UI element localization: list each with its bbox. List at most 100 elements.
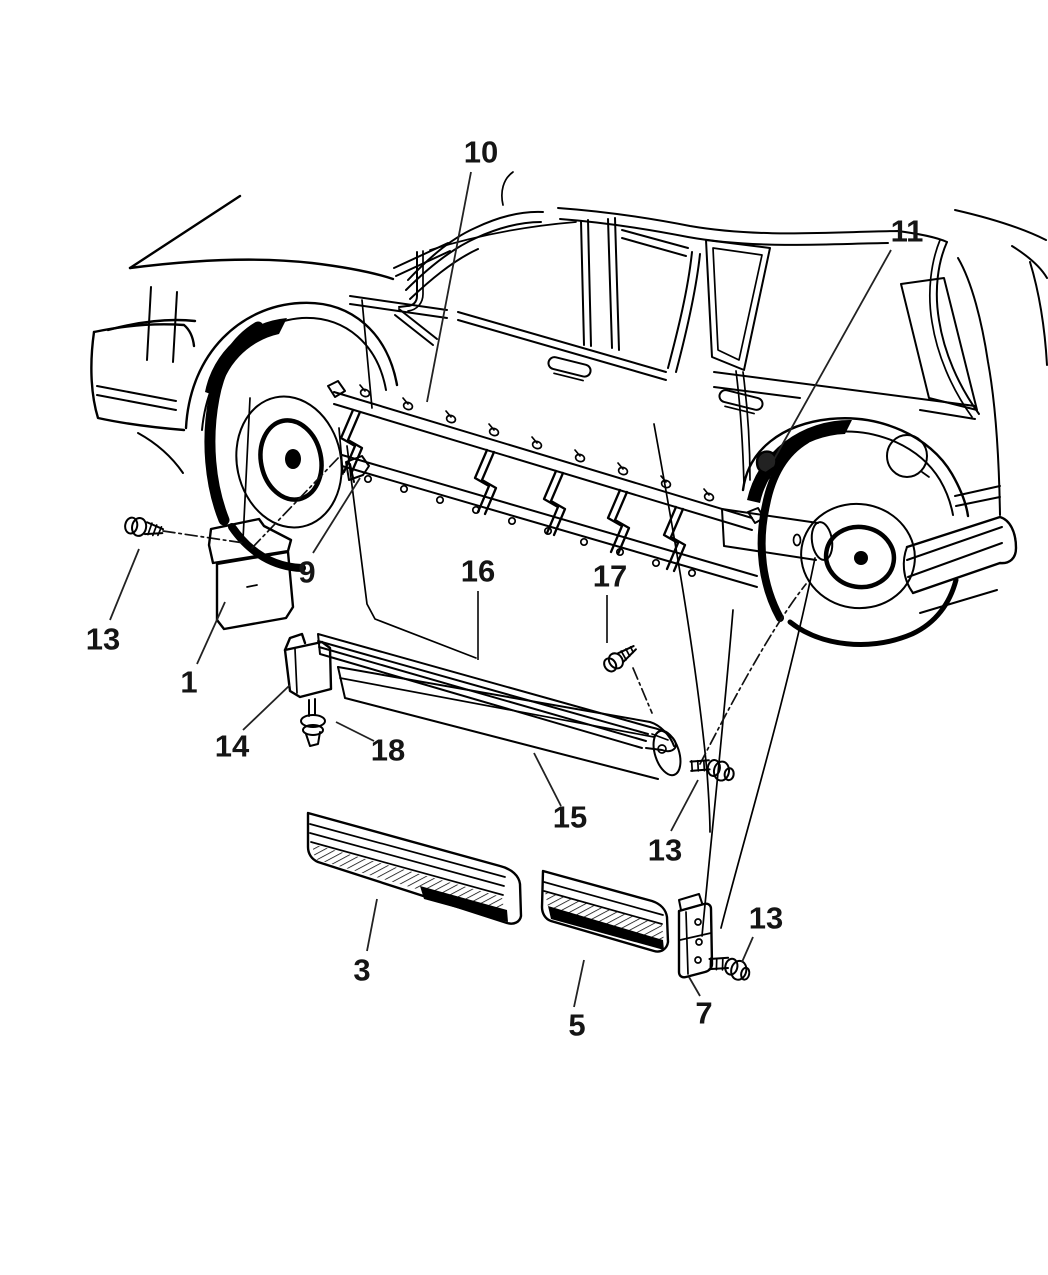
quarter-window-outer [705,239,771,371]
callout-label-11: 11 [891,214,924,249]
part-5-ribbed-moulding [540,869,670,953]
bumper-rub-strip [96,385,177,411]
sill-moulding-axis [699,583,807,765]
screw-17 [603,645,637,673]
front-wheelwell-shadow [205,318,287,397]
hanger-clips [339,408,687,573]
callout-label-1: 1 [180,665,197,700]
callout-leader-13 [109,548,140,621]
rear-bumper-lower [902,546,998,614]
part-18-push-pin [300,698,326,747]
quarter-belt-strip [713,371,976,420]
valance [137,432,184,474]
roof-rear-edge [954,209,1047,241]
rear-quarter-window [900,277,978,411]
callout-leader-13 [741,936,754,963]
callout-label-18: 18 [371,733,405,768]
applique-axis [251,454,342,549]
liftgate-top-lines [1011,245,1048,366]
screw-13-front [124,516,165,537]
front-hub [285,449,301,469]
screw-axis-front [162,530,245,544]
windows [393,209,1048,516]
callout-leader-15 [533,752,562,807]
callout-label-7: 7 [695,996,712,1031]
callout-leader-10 [426,171,472,403]
callout-label-13: 13 [86,622,120,657]
front-rim [235,395,343,529]
sill-end-installed [721,508,834,561]
fuel-filler-door [886,434,928,478]
clip-11 [755,450,778,482]
part-3-ribbed-moulding [306,811,523,925]
rear-wheel [741,417,970,647]
part-1-applique [207,517,295,631]
callout-leader-7 [688,976,701,997]
d-pillar-inner [928,239,973,418]
callout-leader-3 [366,898,378,952]
fuel-filler-tick [921,471,930,478]
rocker-flange [341,454,758,588]
callout-leader-13 [670,779,699,832]
callout-label-10: 10 [464,135,498,170]
door-belt-strip [457,311,667,381]
callout-label-9: 9 [298,555,315,590]
callout-label-14: 14 [215,729,250,764]
part-15-sill-moulding [337,666,682,780]
vent-frame-outer [398,251,418,308]
screw-13-mid [689,759,735,782]
rail-end-caps [327,380,765,524]
clip-rail [333,391,753,531]
front-window-top-inner [429,221,577,251]
rear-rim-inner [823,524,897,590]
rear-door-seam [735,370,751,486]
vent-frame-inner [407,250,424,312]
bracket-projection-2 [720,557,816,929]
screw-17-axis [632,667,653,714]
drip-rail-front-2 [405,221,542,291]
d-pillar-outer [935,241,980,415]
a-pillar-line [128,194,242,270]
callout-label-17: 17 [593,559,627,594]
cowl-line [128,258,395,281]
part-7-bracket [677,893,714,979]
projection-lines [162,397,816,937]
c-pillar [667,251,701,373]
fender-belt-strip [349,295,448,319]
callout-label-5: 5 [568,1008,585,1043]
rear-window-top [621,229,689,257]
rail-screw-clips [359,384,715,502]
callout-leader-9 [312,477,361,554]
panel-projection-right [653,423,711,833]
fender-face-lines [146,286,178,363]
screw-13-rear [708,956,751,981]
rear-hub [854,551,868,565]
callout-leader-1 [196,601,226,665]
flange-holes [363,474,697,578]
rear-bumper-rub-strip [906,526,1003,578]
callout-leader-11 [771,249,892,464]
liftgate-edge [957,257,1001,516]
front-end [90,194,395,474]
callout-label-13: 13 [648,833,682,868]
callout-label-15: 15 [553,800,587,835]
bumper-top [92,323,196,348]
front-door-handle [547,356,592,378]
b-pillar [580,217,620,351]
rear-tire-bottom [787,577,959,647]
quarter-window-inner [712,247,763,361]
drip-rail-rear-1 [557,207,948,243]
drip-rail-front-3 [409,248,479,300]
rear-rim [800,502,916,610]
front-tire-left [204,321,264,526]
fender-door-seam [361,299,373,409]
bumper-body [90,330,186,432]
callout-leader-18 [335,721,375,742]
rear-bumper [902,515,1018,614]
callout-label-13: 13 [749,901,783,936]
callout-label-16: 16 [461,554,495,589]
antenna-icon [501,171,514,206]
